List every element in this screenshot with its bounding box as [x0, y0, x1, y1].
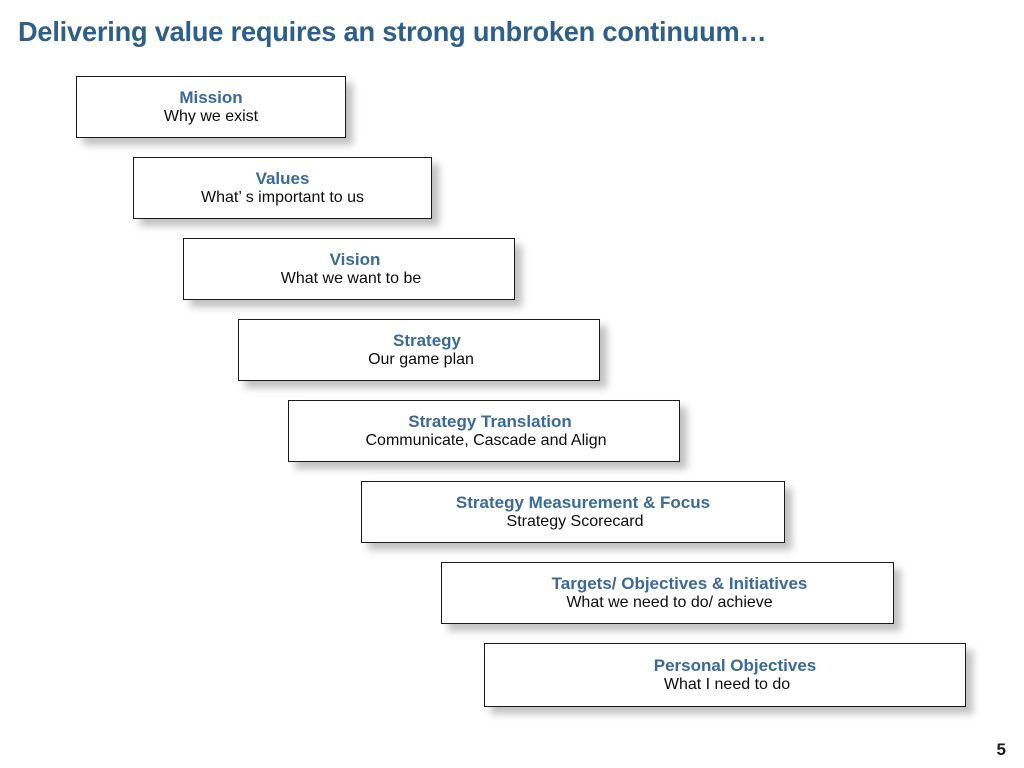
step-box-strategy-measurement-focus[interactable]: Strategy Measurement & Focus Strategy Sc… [361, 481, 785, 543]
step-subtitle: Why we exist [163, 107, 259, 125]
step-title: Strategy Measurement & Focus [455, 492, 711, 512]
step-subtitle: What we need to do/ achieve [566, 593, 773, 611]
step-subtitle: Strategy Scorecard [506, 512, 644, 530]
step-box-vision[interactable]: Vision What we want to be [183, 238, 515, 300]
step-title: Strategy Translation [408, 411, 572, 431]
step-subtitle: Communicate, Cascade and Align [365, 431, 607, 449]
step-box-strategy[interactable]: Strategy Our game plan [238, 319, 600, 381]
page-number: 5 [996, 740, 1006, 759]
step-subtitle: Our game plan [368, 350, 474, 368]
step-title: Strategy [392, 330, 462, 350]
step-title: Personal Objectives [653, 655, 817, 675]
step-subtitle: What we want to be [280, 269, 422, 287]
step-title: Vision [329, 249, 381, 269]
step-subtitle: What’ s important to us [200, 188, 365, 206]
step-box-strategy-translation[interactable]: Strategy Translation Communicate, Cascad… [288, 400, 680, 462]
step-title: Targets/ Objectives & Initiatives [551, 573, 808, 593]
page-title: Delivering value requires an strong unbr… [18, 16, 767, 47]
step-box-values[interactable]: Values What’ s important to us [133, 157, 432, 219]
step-box-personal-objectives[interactable]: Personal Objectives What I need to do [484, 643, 966, 707]
step-title: Mission [179, 87, 243, 107]
step-title: Values [255, 168, 310, 188]
step-box-targets-objectives-initiatives[interactable]: Targets/ Objectives & Initiatives What w… [441, 562, 894, 624]
step-subtitle: What I need to do [663, 675, 791, 693]
step-box-mission[interactable]: Mission Why we exist [76, 76, 346, 138]
